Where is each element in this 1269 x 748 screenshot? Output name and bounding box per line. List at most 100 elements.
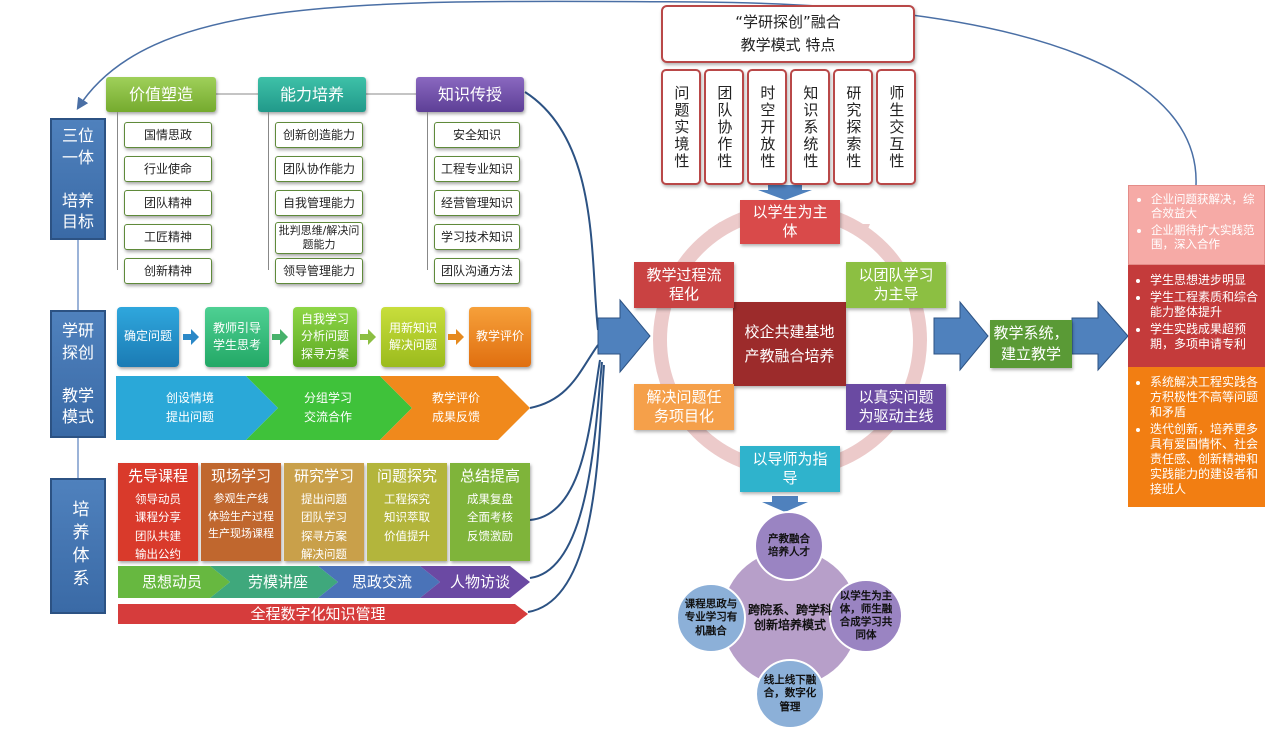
course-4-line-2: 知识萃取 — [384, 510, 430, 525]
course-5-line-2: 全面考核 — [467, 510, 513, 525]
big-arrow-middle — [933, 300, 989, 372]
cycle-left-top: 教学过程流程化 — [634, 262, 734, 308]
curve-courses — [529, 359, 601, 521]
goal-ability-item-2: 团队协作能力 — [275, 156, 363, 182]
label-teaching-mode: 学研探创 教学模式 — [50, 310, 106, 438]
outcome-red-item-3: 学生实践成果超预期，多项申请专利 — [1150, 322, 1259, 352]
big-arrow-right — [1071, 300, 1129, 372]
activity-2: 劳模讲座 — [247, 572, 308, 591]
process-arrow-4 — [448, 329, 464, 345]
goal-knowledge-item-5: 团队沟通方法 — [434, 258, 520, 284]
outcome-red-list: 学生思想进步明显 学生工程素质和综合能力整体提升 学生实践成果超预期，多项申请专… — [1128, 273, 1265, 352]
goal-values-item-3: 团队精神 — [124, 190, 212, 216]
outcome-orange-item-2: 迭代创新，培养更多具有爱国情怀、社会责任感、创新精神和实践能力的建设者和接班人 — [1150, 422, 1259, 497]
course-1-title: 先导课程 — [127, 467, 188, 485]
features-title-line1: “学研探创”融合 — [735, 13, 841, 32]
big-arrow-left — [597, 298, 651, 374]
teaching-system-box: 教学系统， 建立教学 — [990, 320, 1072, 368]
outcome-red: 学生思想进步明显 学生工程素质和综合能力整体提升 学生实践成果超预期，多项申请专… — [1128, 265, 1265, 367]
cycle-arrow-top-left — [708, 222, 722, 236]
activity-3: 思政交流 — [351, 572, 412, 591]
chevron-2 — [246, 376, 412, 440]
course-5: 总结提高 成果复盘 全面考核 反馈激励 — [450, 463, 530, 561]
cycle-left-bottom: 解决问题任务项目化 — [634, 384, 734, 430]
curve-process — [529, 344, 599, 409]
cycle-top: 以学生为主体 — [740, 200, 840, 244]
feature-item-3: 时空开放性 — [747, 69, 787, 185]
activity-1: 思想动员 — [141, 572, 202, 591]
outcome-pink-list: 企业问题获解决，综合效益大 企业期待扩大实践范围，深入合作 — [1129, 192, 1264, 252]
course-3-lines: 提出问题 团队学习 探寻方案 解决问题 — [284, 490, 364, 564]
goal-knowledge-item-2: 工程专业知识 — [434, 156, 520, 182]
outcome-orange-list: 系统解决工程实践各方积极性不高等问题和矛盾 迭代创新，培养更多具有爱国情怀、社会… — [1128, 375, 1265, 497]
course-5-line-3: 反馈激励 — [467, 528, 513, 543]
feature-item-5: 研究探索性 — [833, 69, 873, 185]
process-step-2: 教师引导学生思考 — [205, 307, 269, 367]
course-3-line-2: 团队学习 — [301, 510, 347, 525]
features-title-line2: 教学模式 特点 — [740, 36, 836, 54]
course-3-line-4: 解决问题 — [301, 547, 347, 562]
activity-chevron-2 — [210, 566, 338, 598]
outcome-orange: 系统解决工程实践各方积极性不高等问题和矛盾 迭代创新，培养更多具有爱国情怀、社会… — [1128, 367, 1265, 507]
cycle-arrow-top-right — [856, 224, 870, 238]
goal-values-vline — [117, 112, 118, 270]
goal-knowledge-item-3: 经营管理知识 — [434, 190, 520, 216]
course-1-lines: 领导动员 课程分享 团队共建 输出公约 — [118, 490, 198, 564]
curve-activities — [529, 361, 603, 579]
bubble-right: 以学生为主体，师生融合成学习共同体 — [839, 589, 893, 642]
process-chevron-1-text: 创设情境 提出问题 — [130, 380, 250, 436]
course-2-title: 现场学习 — [210, 467, 271, 485]
cycle-bottom: 以导师为指导 — [740, 446, 840, 492]
outcome-pink-item-1: 企业问题获解决，综合效益大 — [1151, 192, 1258, 221]
process-chevron-2-text: 分组学习 交流合作 — [268, 380, 388, 436]
process-chevron-1-line2: 提出问题 — [165, 410, 214, 424]
course-4-line-1: 工程探究 — [384, 492, 430, 506]
course-4-lines: 工程探究 知识萃取 价值提升 — [367, 490, 447, 545]
bubble-bottom-shape — [755, 659, 825, 729]
course-3-title: 研究学习 — [293, 467, 354, 485]
curve-knowledge — [524, 91, 599, 331]
goal-head-ability: 能力培养 — [258, 77, 366, 112]
process-step-3: 自我学习分析问题探寻方案 — [293, 307, 357, 367]
activity-chevron-3 — [318, 566, 440, 598]
course-2-line-2: 体验生产过程 — [208, 509, 274, 523]
course-2-lines: 参观生产线 体验生产过程 生产现场课程 — [201, 490, 281, 543]
knowledge-bar-shape — [118, 604, 528, 624]
down-arrow-bubbles — [762, 496, 808, 512]
bubble-left: 课程思政与专业学习有机融合 — [684, 598, 738, 637]
down-arrow-features — [758, 185, 812, 200]
outcome-pink-item-2: 企业期待扩大实践范围，深入合作 — [1151, 223, 1258, 252]
goal-ability-item-1: 创新创造能力 — [275, 122, 363, 148]
course-3-line-3: 探寻方案 — [301, 528, 347, 543]
course-3-line-1: 提出问题 — [301, 492, 347, 506]
course-5-line-1: 成果复盘 — [467, 492, 513, 506]
bubble-left-shape — [676, 583, 746, 653]
chevron-1 — [116, 376, 278, 440]
course-3: 研究学习 提出问题 团队学习 探寻方案 解决问题 — [284, 463, 364, 561]
bubble-top-shape — [754, 511, 824, 581]
feature-item-1: 问题实境性 — [661, 69, 701, 185]
bubble-center: 跨院系、跨学科 创新培养模式 — [747, 603, 832, 632]
cycle-right-bottom: 以真实问题为驱动主线 — [846, 384, 946, 430]
knowledge-bar-label: 全程数字化知识管理 — [250, 604, 386, 623]
goal-knowledge-vline — [427, 112, 428, 270]
curve-knowledge-bar — [527, 364, 605, 613]
outcome-red-item-1: 学生思想进步明显 — [1150, 273, 1259, 288]
goal-head-knowledge: 知识传授 — [416, 77, 524, 112]
process-chevron-3-line2: 成果反馈 — [431, 410, 480, 424]
course-1-line-1: 领导动员 — [135, 492, 181, 506]
features-title-box: “学研探创”融合 教学模式 特点 — [661, 5, 915, 63]
label-training-system: 培养体系 — [50, 478, 106, 614]
bubble-right-shape — [829, 579, 903, 653]
goal-values-item-4: 工匠精神 — [124, 224, 212, 250]
activity-4: 人物访谈 — [449, 572, 510, 591]
bubble-center-shape — [722, 550, 858, 686]
course-1-line-2: 课程分享 — [135, 510, 181, 525]
goal-ability-item-5: 领导管理能力 — [275, 258, 363, 284]
course-2: 现场学习 参观生产线 体验生产过程 生产现场课程 — [201, 463, 281, 561]
process-arrow-2 — [272, 329, 288, 345]
feature-item-6: 师生交互性 — [876, 69, 916, 185]
process-chevron-1-line1: 创设情境 — [165, 390, 214, 405]
process-arrow-3 — [360, 329, 376, 345]
